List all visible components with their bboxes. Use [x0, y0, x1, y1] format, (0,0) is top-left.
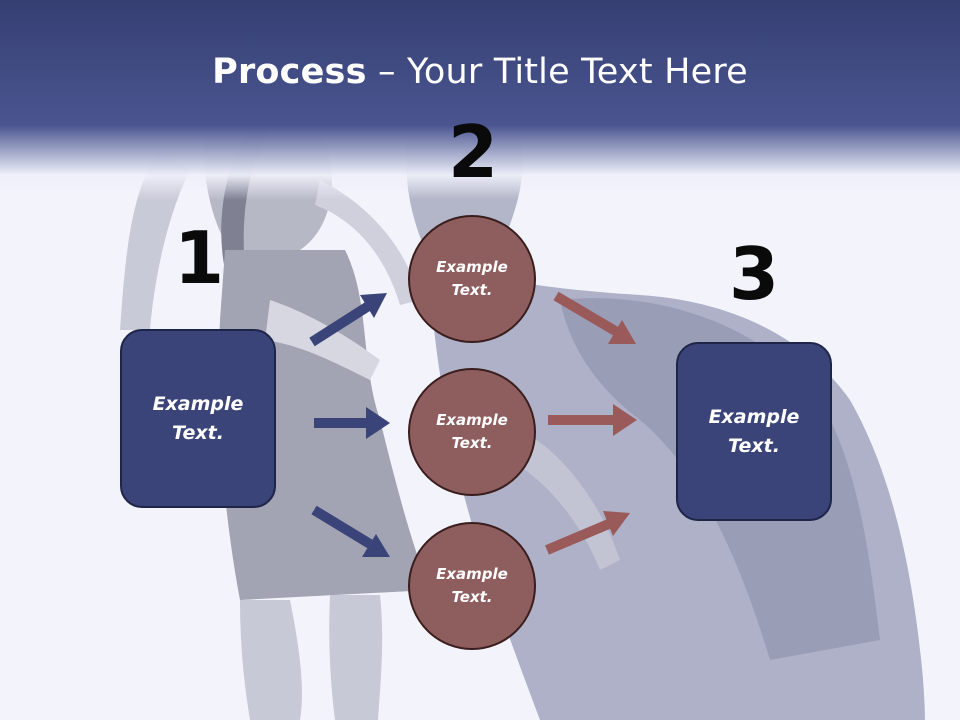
- circle-bottom-line2: Text.: [451, 588, 493, 606]
- circle-top-line1: Example: [436, 258, 508, 276]
- circle-middle-line2: Text.: [451, 434, 493, 452]
- right-box-line1: Example: [708, 405, 800, 428]
- title-bold: Process: [212, 52, 367, 92]
- left-input-box: Example Text.: [120, 329, 276, 508]
- step-number-2: 2: [447, 110, 499, 194]
- arrow-right-in: [314, 407, 390, 439]
- arrow-up-right-out: [545, 511, 630, 555]
- circle-middle-line1: Example: [436, 411, 508, 429]
- arrow-down-right-out: [553, 291, 636, 344]
- slide-title: Process – Your Title Text Here: [0, 52, 960, 92]
- header-band: [0, 0, 960, 200]
- left-box-line1: Example: [152, 392, 244, 415]
- circle-top-line2: Text.: [451, 281, 493, 299]
- process-circle-middle: Example Text.: [408, 368, 536, 496]
- circle-bottom-line1: Example: [436, 565, 508, 583]
- right-box-line2: Text.: [728, 434, 780, 457]
- process-circle-top: Example Text.: [408, 215, 536, 343]
- arrow-right-out: [548, 404, 637, 436]
- step-number-3: 3: [728, 232, 780, 316]
- arrow-down-right-in: [311, 505, 390, 557]
- title-rest: – Your Title Text Here: [366, 52, 748, 92]
- arrow-up-right-in: [309, 293, 387, 347]
- left-box-line2: Text.: [172, 421, 224, 444]
- process-circle-bottom: Example Text.: [408, 522, 536, 650]
- right-output-box: Example Text.: [676, 342, 832, 521]
- step-number-1: 1: [173, 216, 225, 300]
